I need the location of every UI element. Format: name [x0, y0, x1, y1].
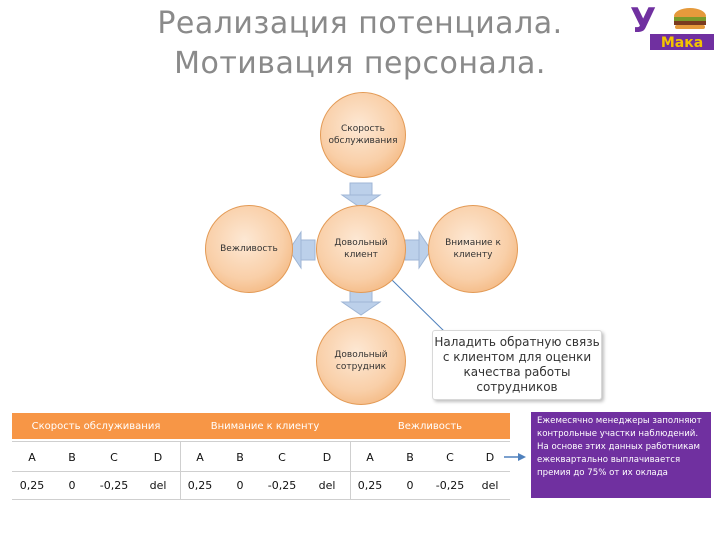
table-value-cell: 0	[220, 471, 260, 499]
callout-line	[391, 279, 447, 334]
table-group-header: Скорость обслуживания	[12, 413, 180, 439]
circle-speed: Скорость обслуживания	[320, 92, 406, 178]
table-group-header: Внимание к клиенту	[180, 413, 350, 439]
table-grade-cell: B	[220, 443, 260, 471]
table-value-cell: 0,25	[350, 471, 390, 499]
table-grade-cell: C	[92, 443, 136, 471]
arrow-right-icon	[504, 453, 526, 461]
table-grade-cell: B	[390, 443, 430, 471]
circle-happy-client-label: Довольный клиент	[334, 238, 388, 260]
title-line-1: Реализация потенциала.	[157, 6, 563, 41]
table-divider	[12, 441, 510, 442]
table-grade-cell: D	[136, 443, 180, 471]
table-value-cell: del	[136, 471, 180, 499]
table-value-cell: del	[304, 471, 350, 499]
table-grade-cell: A	[12, 443, 52, 471]
slide-title: Реализация потенциала. Мотивация персона…	[110, 4, 610, 84]
burger-icon	[674, 8, 706, 29]
circle-happy-employee-label: Довольный сотрудник	[334, 350, 388, 372]
circle-attention: Внимание к клиенту	[428, 205, 518, 293]
table-grade-cell: C	[430, 443, 470, 471]
table-grade-cell: D	[304, 443, 350, 471]
feedback-callout: Наладить обратную связь с клиентом для о…	[432, 330, 602, 400]
table-value-cell: 0,25	[180, 471, 220, 499]
table-value-cell: del	[470, 471, 510, 499]
arrow-down-bottom	[340, 289, 382, 316]
bonus-note-text: Ежемесячно менеджеры заполняют контрольн…	[537, 416, 702, 478]
table-value-cell: -0,25	[92, 471, 136, 499]
circle-politeness: Вежливость	[205, 205, 293, 293]
circle-attention-label: Внимание к клиенту	[445, 238, 501, 260]
table-divider	[12, 471, 510, 472]
table-value-cell: 0,25	[12, 471, 52, 499]
table-grade-cell: A	[350, 443, 390, 471]
brand-logo: У Мака	[628, 2, 716, 52]
table-grade-cell: B	[52, 443, 92, 471]
circle-happy-employee: Довольный сотрудник	[316, 317, 406, 405]
table-value-cell: 0	[52, 471, 92, 499]
table-divider	[350, 441, 351, 499]
table-grade-cell: C	[260, 443, 304, 471]
bonus-note: Ежемесячно менеджеры заполняют контрольн…	[531, 412, 711, 498]
logo-text: Мака	[661, 35, 703, 51]
table-divider	[180, 441, 181, 499]
table-grade-cell: D	[470, 443, 510, 471]
table-divider	[12, 499, 510, 500]
title-line-2: Мотивация персонала.	[174, 46, 546, 81]
table-grade-cell: A	[180, 443, 220, 471]
table-value-cell: -0,25	[260, 471, 304, 499]
table-group-header: Вежливость	[350, 413, 510, 439]
circle-happy-client: Довольный клиент	[316, 205, 406, 293]
table-value-cell: 0	[390, 471, 430, 499]
table-value-cell: -0,25	[430, 471, 470, 499]
circle-speed-label: Скорость обслуживания	[328, 124, 398, 146]
circle-politeness-label: Вежливость	[220, 244, 278, 254]
feedback-callout-text: Наладить обратную связь с клиентом для о…	[434, 335, 600, 394]
